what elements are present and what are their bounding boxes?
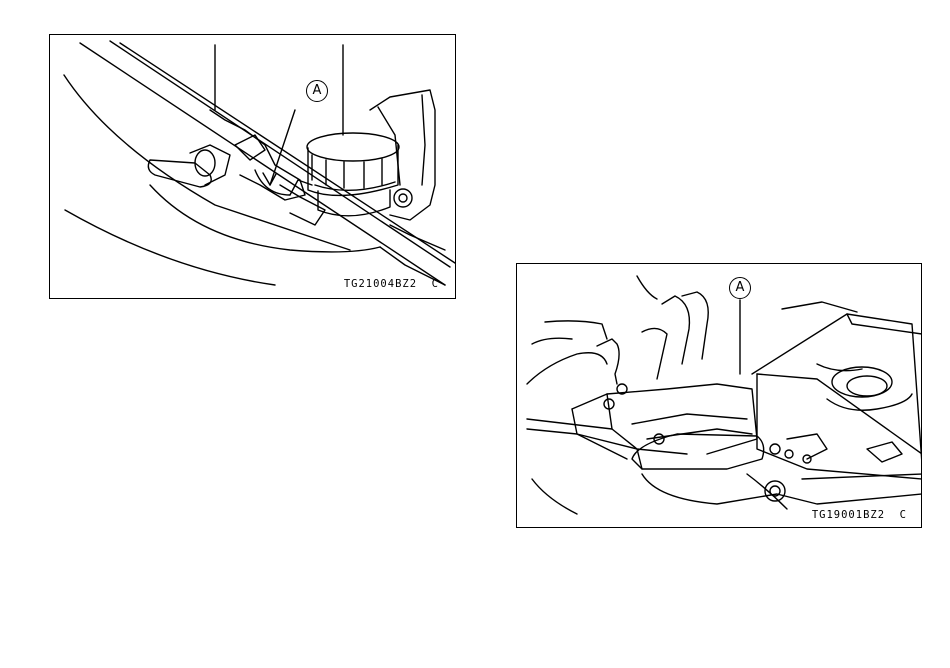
figure-reservoir: A TG21004BZ2 C	[49, 34, 456, 299]
figure-code: TG21004BZ2 C	[344, 278, 439, 290]
callout-a: A	[306, 80, 328, 102]
battery-line-drawing	[517, 264, 922, 528]
figure-code: TG19001BZ2 C	[812, 509, 907, 521]
callout-a: A	[729, 277, 751, 299]
reservoir-line-drawing	[50, 35, 456, 299]
figure-battery-area: A TG19001BZ2 C	[516, 263, 922, 528]
